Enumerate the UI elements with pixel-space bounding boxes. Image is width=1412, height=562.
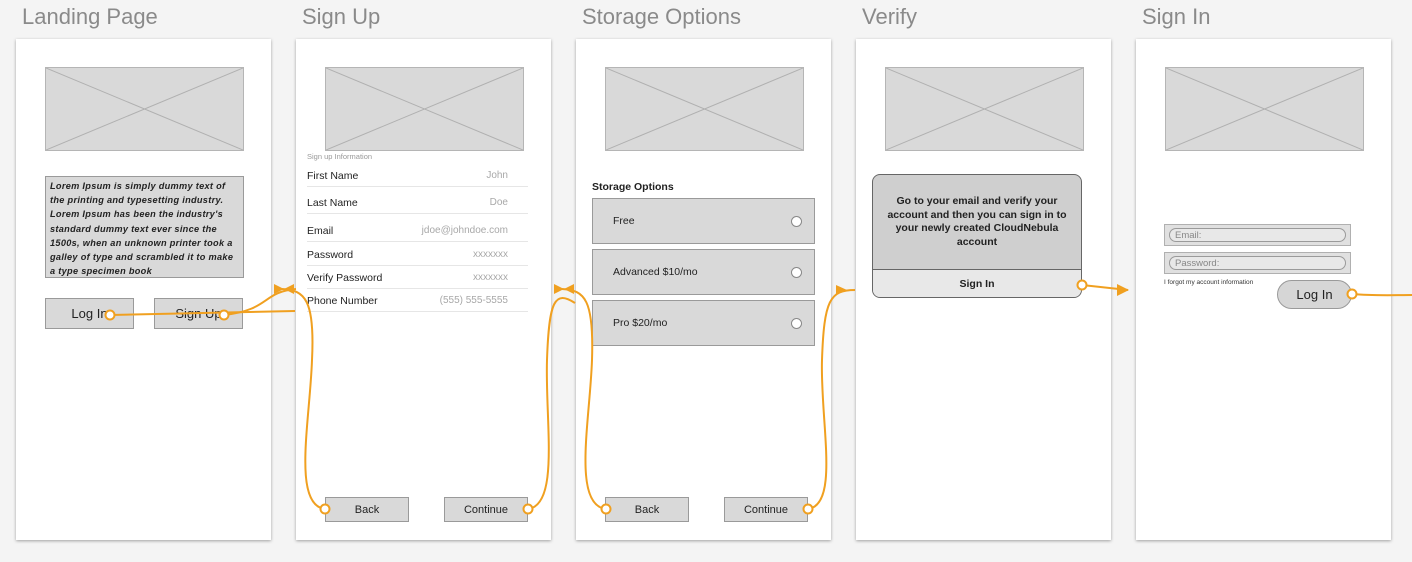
field-verify-password[interactable]: Verify Password xxxxxxx: [307, 267, 528, 289]
screen-title-storage: Storage Options: [582, 4, 741, 29]
field-label: Email: [307, 224, 334, 237]
option-free[interactable]: Free: [592, 198, 815, 244]
field-value: xxxxxxx: [473, 249, 508, 260]
screen-title-landing: Landing Page: [22, 4, 158, 29]
radio-icon[interactable]: [791, 317, 802, 329]
arrow-icon: [1117, 284, 1129, 296]
placeholder-cross-icon: [46, 68, 243, 150]
signin-button[interactable]: Sign In: [873, 270, 1081, 297]
image-placeholder: [325, 67, 524, 151]
login-button[interactable]: Log In: [1277, 280, 1352, 309]
password-field: [1164, 252, 1351, 274]
image-placeholder: [885, 67, 1084, 151]
screen-title-signin: Sign In: [1142, 4, 1211, 29]
option-label: Pro $20/mo: [613, 317, 668, 329]
field-label: Password: [307, 248, 354, 261]
placeholder-cross-icon: [606, 68, 803, 150]
password-input[interactable]: [1169, 256, 1346, 270]
continue-button[interactable]: Continue: [724, 497, 808, 522]
option-pro[interactable]: Pro $20/mo: [592, 300, 815, 346]
field-label: First Name: [307, 169, 359, 182]
radio-icon[interactable]: [791, 266, 802, 278]
lorem-text-block: Lorem Ipsum is simply dummy text of the …: [45, 176, 244, 278]
signup-screen: Sign up Information First Name John Last…: [296, 39, 551, 540]
placeholder-cross-icon: [886, 68, 1083, 150]
radio-icon[interactable]: [791, 215, 802, 227]
field-value: John: [486, 170, 508, 181]
login-button[interactable]: Log In: [45, 298, 134, 329]
forgot-account-link[interactable]: I forgot my account information: [1164, 279, 1254, 286]
option-advanced[interactable]: Advanced $10/mo: [592, 249, 815, 295]
verify-dialog: Go to your email and verify your account…: [872, 174, 1082, 298]
field-label: Verify Password: [307, 271, 383, 284]
field-last-name[interactable]: Last Name Doe: [307, 192, 528, 214]
signup-button[interactable]: Sign Up: [154, 298, 243, 329]
arrow-icon: [836, 285, 847, 295]
landing-screen: Lorem Ipsum is simply dummy text of the …: [16, 39, 271, 540]
field-phone-number[interactable]: Phone Number (555) 555-5555: [307, 290, 528, 312]
image-placeholder: [45, 67, 244, 151]
field-first-name[interactable]: First Name John: [307, 165, 528, 187]
placeholder-cross-icon: [1166, 68, 1363, 150]
field-value: jdoe@johndoe.com: [421, 225, 508, 236]
arrow-icon: [554, 284, 564, 294]
email-field: [1164, 224, 1351, 246]
field-label: Last Name: [307, 196, 358, 209]
field-value: (555) 555-5555: [439, 295, 508, 306]
signin-screen: I forgot my account information Log In: [1136, 39, 1391, 540]
verify-screen: Go to your email and verify your account…: [856, 39, 1111, 540]
arrow-icon: [564, 284, 574, 294]
field-value: xxxxxxx: [473, 272, 508, 283]
back-button[interactable]: Back: [605, 497, 689, 522]
email-input[interactable]: [1169, 228, 1346, 242]
image-placeholder: [1165, 67, 1364, 151]
arrow-icon: [274, 284, 284, 294]
storage-screen: Storage Options Free Advanced $10/mo Pro…: [576, 39, 831, 540]
field-label: Phone Number: [307, 294, 378, 307]
storage-heading: Storage Options: [592, 181, 674, 193]
form-caption: Sign up Information: [307, 152, 373, 161]
option-label: Free: [613, 215, 635, 227]
continue-button[interactable]: Continue: [444, 497, 528, 522]
arrow-icon: [284, 284, 294, 294]
field-value: Doe: [489, 197, 508, 208]
image-placeholder: [605, 67, 804, 151]
field-email[interactable]: Email jdoe@johndoe.com: [307, 220, 528, 242]
option-label: Advanced $10/mo: [613, 266, 698, 278]
placeholder-cross-icon: [326, 68, 523, 150]
screen-title-verify: Verify: [862, 4, 918, 29]
verify-message: Go to your email and verify your account…: [873, 175, 1081, 270]
field-password[interactable]: Password xxxxxxx: [307, 244, 528, 266]
back-button[interactable]: Back: [325, 497, 409, 522]
screen-title-signup: Sign Up: [302, 4, 381, 29]
